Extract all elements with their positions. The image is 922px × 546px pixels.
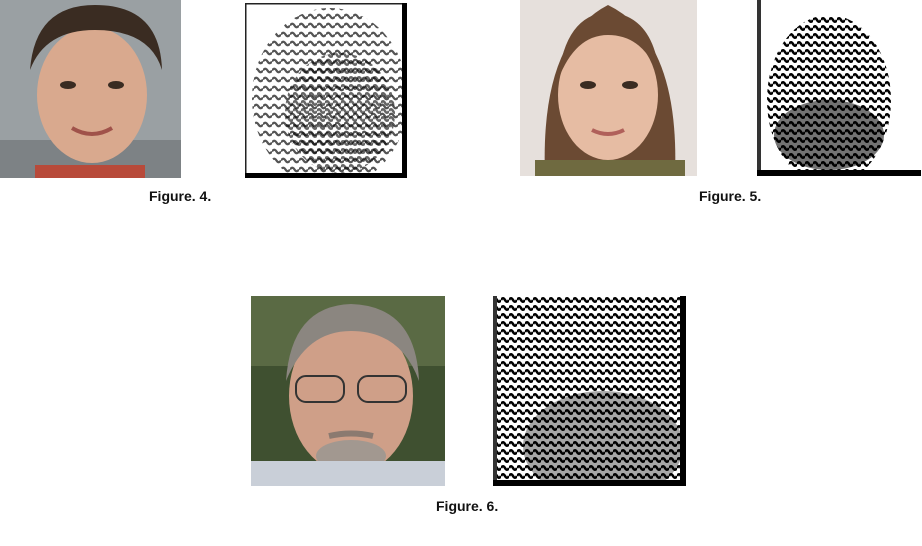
fingerprint-figure-4	[245, 3, 407, 178]
fingerprint-5-illustration	[757, 0, 921, 176]
face-photo-figure-4	[0, 0, 181, 178]
figure-4-caption: Figure. 4.	[149, 188, 212, 204]
face-photo-figure-6	[251, 296, 445, 486]
figure-5-caption: Figure. 5.	[699, 188, 762, 204]
fingerprint-6-illustration	[493, 296, 686, 486]
face-photo-figure-5	[520, 0, 697, 176]
fingerprint-4-illustration	[245, 3, 407, 178]
face-5-illustration	[520, 0, 697, 176]
fingerprint-figure-6	[493, 296, 686, 486]
face-4-illustration	[0, 0, 181, 178]
fingerprint-figure-5	[757, 0, 921, 176]
face-6-illustration	[251, 296, 445, 486]
figure-6-caption: Figure. 6.	[436, 498, 499, 514]
